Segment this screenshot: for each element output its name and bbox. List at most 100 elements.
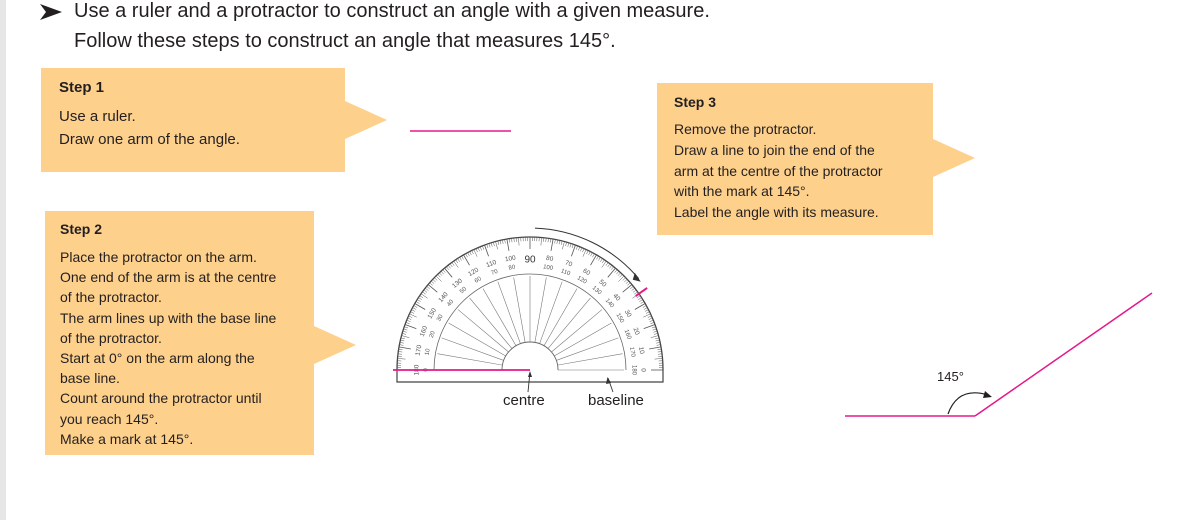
protractor-base-strip [396,370,664,383]
protractor-tick [398,346,411,350]
protractor-inner-number: 30 [436,313,445,322]
protractor-outer-number: 60 [582,267,592,277]
protractor-tick [409,313,417,318]
protractor-inner-number: 80 [508,265,516,272]
protractor-inner-number: 100 [543,264,555,272]
protractor-tick [469,251,472,256]
protractor-inner-number: 170 [628,347,636,359]
protractor-tick [419,295,424,299]
protractor-tick [647,315,652,318]
protractor-tick [649,319,654,322]
protractor-tick [432,279,436,283]
protractor-tick [439,272,443,276]
protractor-outer-number: 100 [504,254,516,263]
angle-measure-label: 145° [937,369,964,384]
protractor-tick [610,266,614,270]
protractor-tick [399,342,404,344]
step-2-box: Step 2 Place the protractor on the arm. … [45,211,314,455]
protractor-tick [656,342,661,344]
step-3-box: Step 3 Remove the protractor. Draw a lin… [657,83,933,235]
protractor-inner-number: 20 [429,330,437,339]
angle-arc [947,392,989,415]
protractor-tick [614,269,618,273]
step-3-line: with the mark at 145°. [674,183,810,200]
protractor-inner-number: 10 [425,348,432,356]
protractor-tick [643,313,651,318]
centre-pointer-head [528,371,532,377]
protractor-tick [430,280,435,284]
baseline-label: baseline [588,392,644,409]
protractor-tick [567,242,570,247]
protractor-tick [601,260,607,268]
count-arrow-arc [534,227,640,280]
protractor-tick [582,248,585,253]
protractor-tick [590,254,597,266]
protractor-tick [499,240,502,245]
step-3-title: Step 3 [674,94,717,110]
protractor-tick [451,262,455,266]
protractor-tick [407,317,412,320]
protractor-tick [427,284,438,293]
protractor-tick [506,238,510,251]
protractor-tick [575,245,578,250]
step-2-title: Step 2 [60,221,103,237]
protractor-spoke [469,297,513,349]
protractor-outer-number: 150 [427,307,439,320]
protractor-tick [455,259,459,264]
protractor-tick [582,249,587,257]
protractor-tick [622,284,633,293]
protractor-spoke [497,281,521,344]
step-2-line: Count around the protractor until [60,390,262,407]
protractor-tick [554,239,556,244]
protractor-tick [653,333,658,335]
protractor-tick [645,311,650,314]
protractor-tick [400,339,405,342]
protractor-tick [651,326,656,329]
step-2-line: of the protractor. [60,329,162,346]
protractor-tick [518,237,520,246]
protractor-tick [618,275,625,282]
step-1-title: Step 1 [59,79,105,96]
result-arm-slant [974,292,1153,417]
protractor-tick [625,280,630,284]
step-3-line: Draw a line to join the end of the [674,141,875,158]
protractor-inner-number: 140 [604,298,615,310]
protractor-tick [550,238,554,251]
protractor-tick [654,358,663,360]
protractor-outer-number: 30 [623,309,633,319]
protractor-tick [540,237,542,246]
protractor-inner-number: 150 [614,312,625,324]
protractor-tick [657,351,662,353]
protractor-tick [642,305,647,308]
protractor-tick [558,240,561,245]
protractor-tick [457,258,460,262]
protractor-tick [650,322,655,325]
protractor-tick [655,337,660,340]
protractor-outer-number: 110 [485,259,497,269]
protractor-tick [408,315,413,318]
protractor-outer-number: 10 [637,346,645,355]
step-2-line: Make a mark at 145°. [60,430,194,447]
protractor-tick [420,293,428,299]
protractor-tick [473,249,478,257]
protractor-tick [425,287,429,291]
protractor-inner-number: 160 [623,329,632,341]
protractor-tick [465,253,468,258]
protractor-tick [471,250,474,255]
protractor-inner-number: 70 [490,269,499,277]
protractor-outer-number: 80 [545,255,554,263]
step-2-line: you reach 145°. [60,410,159,427]
protractor-tick [414,303,426,310]
protractor-tick [652,328,657,331]
protractor-tick [588,251,591,256]
protractor-tick [475,248,478,253]
protractor-tick [411,309,416,312]
protractor-tick [398,348,403,351]
protractor-tick [467,252,470,257]
protractor-tick [607,267,616,278]
protractor-tick [640,301,645,304]
protractor-spoke [556,337,619,361]
protractor-tick [400,337,405,340]
protractor-tick [569,243,572,248]
protractor-spoke [554,322,612,357]
